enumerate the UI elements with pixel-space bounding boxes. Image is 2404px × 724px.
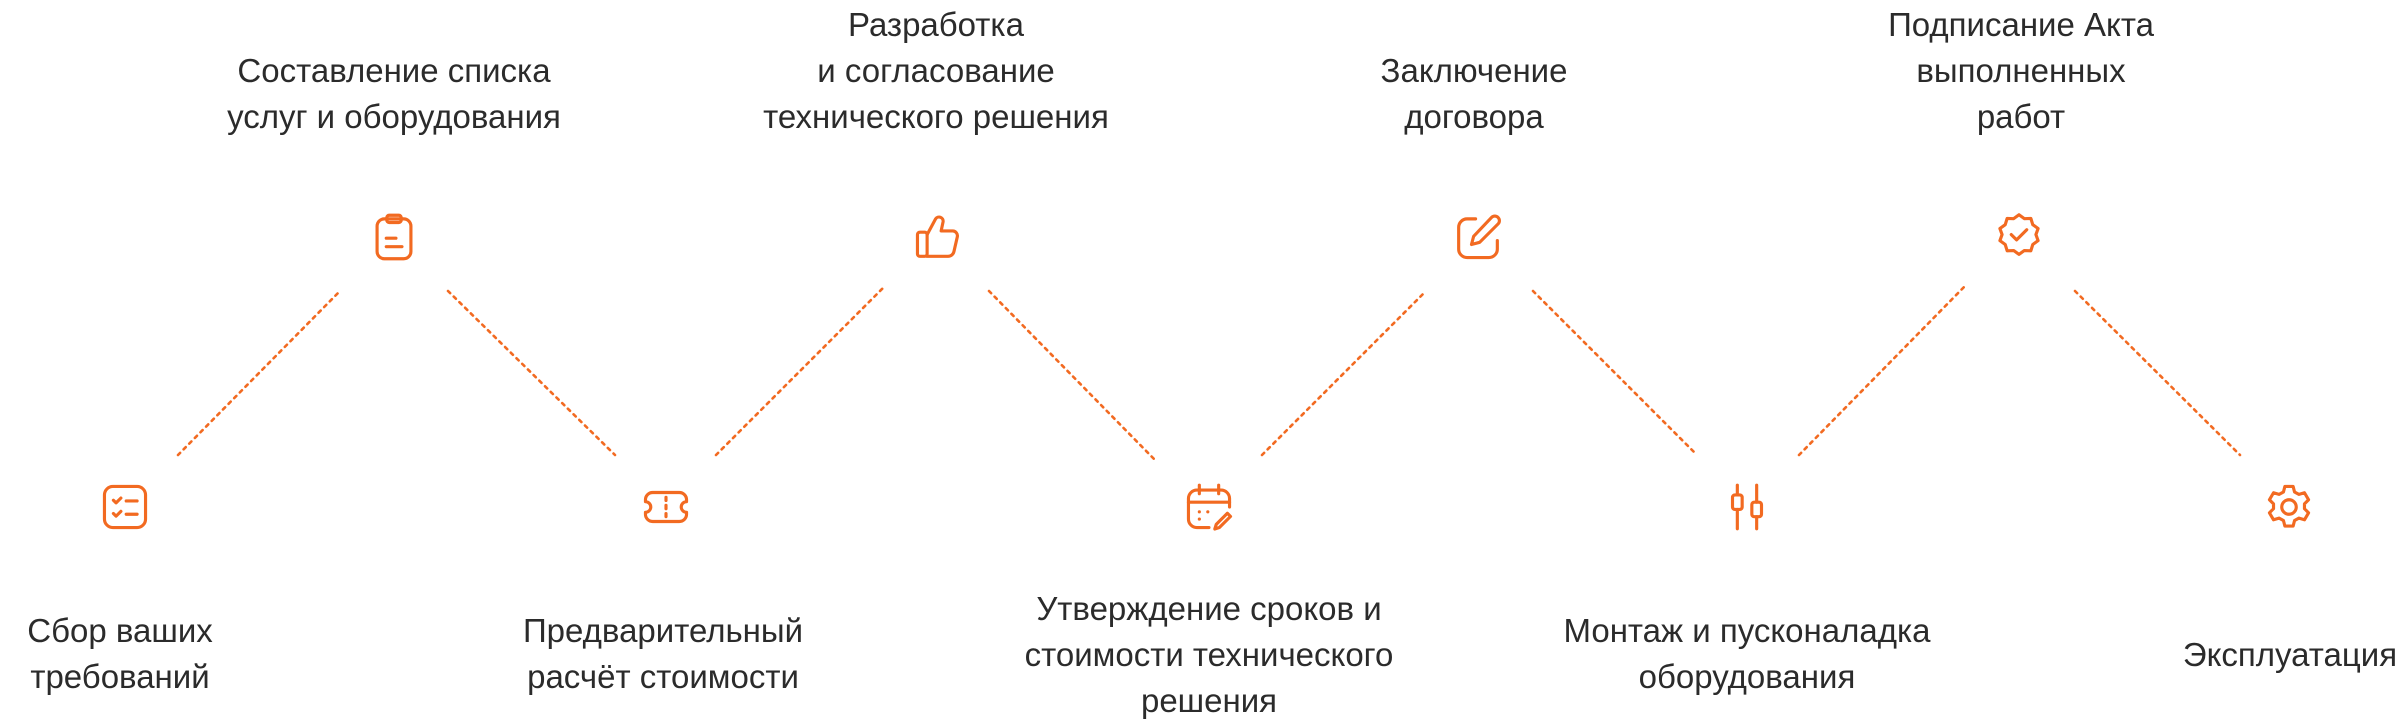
checklist-icon	[96, 478, 154, 536]
label-line: Подписание Акта	[1888, 6, 2154, 43]
label-line: Заключение	[1380, 52, 1568, 89]
label-line: оборудования	[1638, 658, 1856, 695]
step-label: Составление списка услуг и оборудования	[227, 48, 561, 140]
label-line: Монтаж и пусконаладка	[1563, 612, 1931, 649]
connector-line	[987, 289, 1157, 462]
step-label: Сбор ваших требований	[27, 608, 213, 700]
label-line: расчёт стоимости	[527, 658, 799, 695]
connector-line	[2073, 289, 2242, 457]
candlestick-icon	[1718, 478, 1776, 536]
connector-line	[1260, 289, 1428, 457]
label-line: Утверждение сроков и	[1036, 590, 1382, 627]
connector-line	[446, 289, 617, 457]
badge-check-icon	[1990, 208, 2048, 266]
calendar-edit-icon	[1180, 478, 1238, 536]
pencil-square-icon	[1449, 208, 1507, 266]
step-label: Заключение договора	[1381, 48, 1568, 140]
label-line: Разработка	[848, 6, 1024, 43]
label-line: выполненных	[1916, 52, 2126, 89]
connector-line	[1797, 284, 1967, 457]
connector-line	[714, 284, 887, 457]
label-line: технического решения	[763, 98, 1109, 135]
label-line: Сбор ваших	[27, 612, 213, 649]
label-line: Эксплуатация	[2182, 636, 2398, 673]
label-line: требований	[30, 658, 210, 695]
clipboard-icon	[365, 208, 423, 266]
label-line: Составление списка	[237, 52, 551, 89]
step-label: Подписание Акта выполненных работ	[1888, 2, 2154, 140]
label-line: услуг и оборудования	[227, 98, 561, 135]
label-line: и согласование	[817, 52, 1055, 89]
gear-icon	[2260, 478, 2318, 536]
label-line: стоимости технического	[1024, 636, 1394, 673]
label-line: Предварительный	[522, 612, 804, 649]
ticket-icon	[637, 478, 695, 536]
thumbs-up-icon	[909, 208, 967, 266]
step-label: Монтаж и пусконаладка оборудования	[1564, 608, 1931, 700]
label-line: договора	[1404, 98, 1544, 135]
label-line: работ	[1976, 98, 2066, 135]
step-label: Предварительный расчёт стоимости	[523, 608, 803, 700]
connector-line	[176, 289, 342, 457]
step-label: Эксплуатация	[2183, 632, 2397, 678]
step-label: Разработка и согласование технического р…	[763, 2, 1109, 140]
step-label: Утверждение сроков и стоимости техническ…	[1025, 586, 1394, 724]
label-line: решения	[1140, 682, 1278, 719]
connector-line	[1531, 289, 1699, 457]
